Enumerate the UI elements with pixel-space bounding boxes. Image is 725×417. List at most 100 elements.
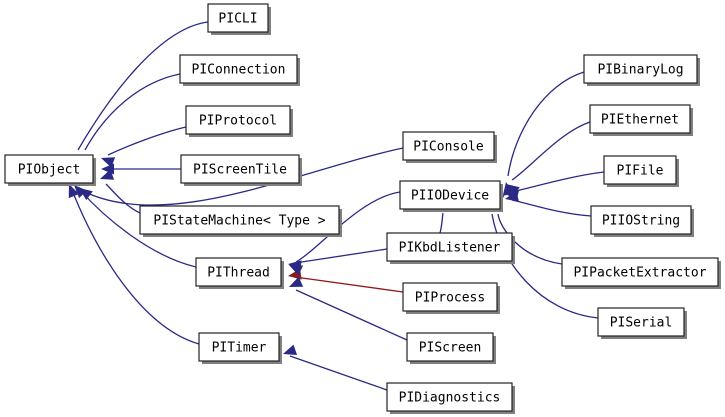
edge-line: [84, 73, 181, 151]
node-box[interactable]: [185, 105, 291, 135]
node-box[interactable]: [590, 205, 692, 235]
edge-line: [439, 212, 444, 234]
edge-line: [77, 21, 209, 151]
class-node-piscreen[interactable]: PIScreen: [406, 332, 496, 364]
edge-line: [511, 121, 591, 181]
edge-pithread-to-piobject: [74, 185, 197, 268]
node-box[interactable]: [4, 154, 94, 184]
edge-line: [507, 71, 585, 177]
class-node-pidiagnostics[interactable]: PIDiagnostics: [386, 382, 515, 414]
node-box[interactable]: [198, 332, 280, 362]
node-box[interactable]: [402, 282, 498, 312]
node-box[interactable]: [139, 205, 340, 235]
edge-line: [79, 189, 197, 268]
edge-line: [105, 183, 141, 214]
node-label: PIDiagnostics: [399, 391, 501, 406]
node-label: PIScreen: [419, 341, 482, 356]
node-label: PISerial: [610, 316, 673, 331]
node-box[interactable]: [207, 3, 269, 33]
edge-piscreentile-to-piobject: [101, 163, 181, 175]
node-label: PIStateMachine< Type >: [153, 214, 325, 229]
edge-piconsole-to-piobject: [79, 147, 404, 206]
edge-pifile-to-piiodevice: [505, 171, 605, 202]
node-label: PIConnection: [192, 63, 286, 78]
node-label: PIKbdListener: [399, 241, 501, 256]
edge-piprotocol-to-piobject: [101, 126, 187, 168]
class-node-piserial[interactable]: PISerial: [597, 307, 687, 339]
edge-piethernet-to-piiodevice: [506, 121, 591, 197]
node-box[interactable]: [386, 382, 513, 412]
arrowhead-icon: [505, 190, 519, 202]
class-node-pifile[interactable]: PIFile: [603, 155, 679, 187]
edge-piprocess-to-pithread: [288, 268, 404, 293]
class-node-pistatemachine[interactable]: PIStateMachine< Type >: [139, 205, 342, 237]
node-label: PITimer: [212, 341, 267, 356]
node-label: PIBinaryLog: [597, 63, 683, 78]
node-box[interactable]: [589, 104, 691, 134]
class-node-piconnection[interactable]: PIConnection: [179, 54, 300, 86]
node-label: PICLI: [218, 12, 257, 27]
node-box[interactable]: [386, 232, 513, 262]
node-label: PIEthernet: [601, 113, 679, 128]
arrowhead-icon: [79, 188, 93, 201]
class-node-piiodevice[interactable]: PIIODevice: [399, 180, 503, 212]
node-label: PIIODevice: [411, 189, 489, 204]
node-label: PIProcess: [415, 291, 485, 306]
edge-piscreen-to-pithread: [289, 276, 408, 341]
class-node-pitimer[interactable]: PITimer: [198, 332, 282, 364]
edge-piiostring-to-piiodevice: [505, 190, 592, 217]
edge-line: [511, 199, 592, 217]
edge-pistatemachine-to-piobject: [100, 169, 141, 214]
node-label: PIProtocol: [199, 114, 277, 129]
class-node-piobject[interactable]: PIObject: [4, 154, 96, 186]
edge-line: [84, 147, 404, 206]
node-label: PIPacketExtractor: [573, 266, 706, 281]
node-box[interactable]: [406, 332, 494, 362]
arrowhead-icon: [74, 185, 87, 199]
node-box[interactable]: [561, 257, 719, 287]
class-node-pibinarylog[interactable]: PIBinaryLog: [583, 54, 700, 86]
arrowhead-icon: [506, 184, 520, 197]
class-node-piiostring[interactable]: PIIOString: [590, 205, 694, 237]
node-box[interactable]: [402, 131, 495, 161]
node-label: PIIOString: [602, 214, 680, 229]
edge-pikbdlistener-to-pithread: [288, 248, 388, 272]
node-box[interactable]: [179, 54, 298, 84]
nodes-layer: PIObject PICLI PIConnectionPIProtocolPIScr…: [4, 3, 721, 414]
node-label: PIScreenTile: [193, 163, 287, 178]
node-label: PIThread: [207, 266, 270, 281]
class-node-picli[interactable]: PICLI: [207, 3, 271, 35]
node-label: PIFile: [617, 164, 664, 179]
class-node-pikbdlistener[interactable]: PIKbdListener: [386, 232, 515, 264]
edge-line: [491, 213, 599, 319]
class-node-piprotocol[interactable]: PIProtocol: [185, 105, 293, 137]
class-node-piconsole[interactable]: PIConsole: [402, 131, 497, 163]
class-node-piethernet[interactable]: PIEthernet: [589, 104, 693, 136]
node-box[interactable]: [603, 155, 677, 185]
edge-line: [294, 248, 388, 264]
node-box[interactable]: [195, 257, 282, 287]
arrowhead-icon: [289, 265, 304, 276]
node-box[interactable]: [399, 180, 501, 210]
node-box[interactable]: [597, 307, 685, 337]
edge-line: [294, 276, 404, 293]
class-node-pipacketextractor[interactable]: PIPacketExtractor: [561, 257, 721, 289]
class-node-pithread[interactable]: PIThread: [195, 257, 284, 289]
arrowhead-icon: [68, 184, 79, 199]
node-box[interactable]: [180, 154, 300, 184]
arrowhead-icon: [283, 344, 298, 355]
arrowhead-icon: [289, 276, 304, 287]
node-box[interactable]: [583, 54, 698, 84]
edge-line: [511, 171, 605, 193]
edge-picli-to-piobject: [63, 21, 209, 171]
edge-pitimer-to-piobject: [68, 184, 200, 345]
edge-line: [289, 355, 388, 391]
edge-line: [71, 189, 200, 345]
arrowhead-icon: [100, 169, 115, 180]
class-node-piprocess[interactable]: PIProcess: [402, 282, 500, 314]
edge-pidiagnostics-to-pitimer: [283, 344, 388, 391]
class-node-piscreentile[interactable]: PIScreenTile: [180, 154, 302, 186]
node-label: PIObject: [18, 163, 81, 178]
